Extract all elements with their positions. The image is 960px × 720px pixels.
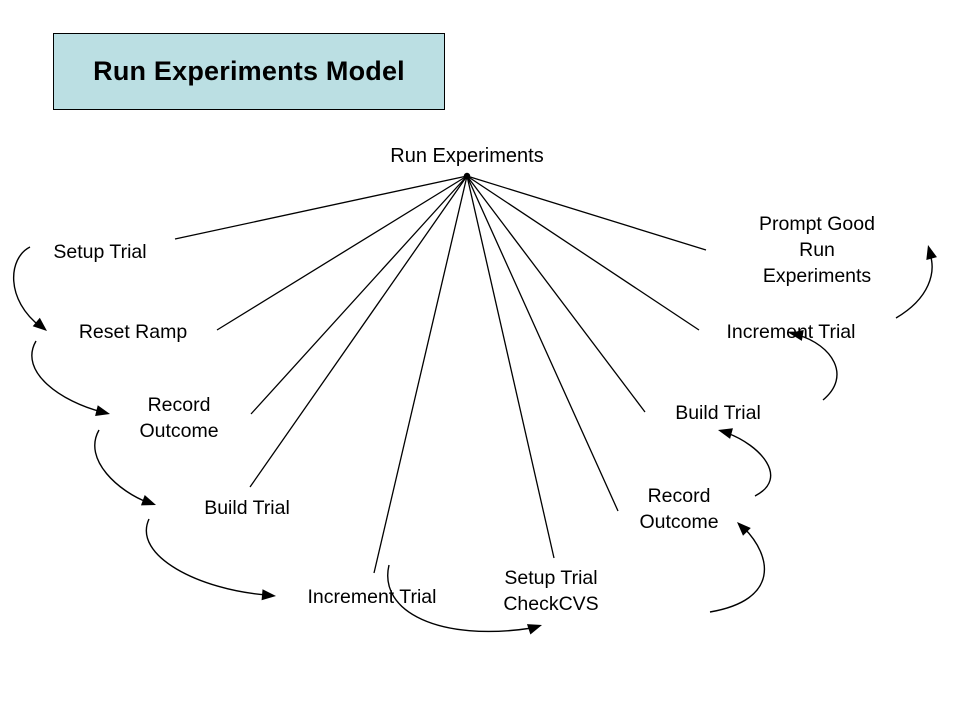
arrow-build-to-increment-head xyxy=(261,589,276,601)
fan-origin-node xyxy=(463,172,471,180)
node-label-record-outcome-right: Record Outcome xyxy=(639,485,719,533)
arrow-setup-to-reset xyxy=(12,246,42,328)
arrow-build-right-to-increment xyxy=(797,334,838,401)
node-label-run-experiments: Run Experiments xyxy=(390,145,544,167)
page-title: Run Experiments Model xyxy=(93,56,405,86)
fan-ray-to-prompt-good-run xyxy=(466,175,707,251)
arrow-increment-to-checkcvs xyxy=(387,564,533,633)
title-box: Run Experiments Model xyxy=(53,33,445,110)
node-label-setup-trial-checkcvs: Setup Trial CheckCVS xyxy=(503,567,599,615)
arrow-record-to-build-head xyxy=(140,495,156,506)
arrow-reset-to-record-head xyxy=(95,405,110,416)
arrow-checkcvs-to-record-right-head xyxy=(737,522,751,536)
fan-ray-to-build-trial-right xyxy=(466,175,646,413)
arrow-build-to-increment xyxy=(145,518,268,596)
arrow-head-group xyxy=(32,245,937,635)
node-label-record-outcome-left: Record Outcome xyxy=(139,394,219,442)
node-label-build-trial-left: Build Trial xyxy=(204,497,290,519)
fan-ray-group xyxy=(174,175,707,574)
arrow-record-right-to-build-head xyxy=(718,428,733,439)
arrow-increment-right-to-prompt xyxy=(895,253,933,319)
node-label-setup-trial-left: Setup Trial xyxy=(53,241,147,263)
fan-ray-to-record-outcome-left xyxy=(250,175,468,415)
fan-ray-to-reset-ramp xyxy=(216,175,468,331)
node-label-increment-trial-left: Increment Trial xyxy=(307,586,437,608)
fan-ray-to-setup-trial-left xyxy=(174,175,468,240)
fan-ray-to-setup-trial-checkcvs xyxy=(466,175,555,559)
arrow-record-right-to-build xyxy=(726,432,772,497)
arrow-checkcvs-to-record-right xyxy=(709,527,765,613)
fan-ray-to-increment-trial-left xyxy=(373,175,468,574)
arrow-reset-to-record xyxy=(31,340,103,413)
node-label-prompt-good-run: Prompt Good Run Experiments xyxy=(759,213,875,287)
arrow-increment-to-checkcvs-head xyxy=(526,624,542,635)
arrow-setup-to-reset-head xyxy=(32,317,47,331)
fan-ray-to-increment-trial-right xyxy=(466,175,700,331)
fan-ray-to-record-outcome-right xyxy=(466,175,619,512)
arrow-increment-right-to-prompt-head xyxy=(926,245,937,260)
fan-ray-to-build-trial-left xyxy=(249,175,468,488)
flow-arrow-group xyxy=(12,246,933,633)
arrow-build-right-to-increment-head xyxy=(789,330,804,341)
node-label-increment-trial-right: Increment Trial xyxy=(726,321,856,343)
node-label-build-trial-right: Build Trial xyxy=(675,402,761,424)
node-label-reset-ramp: Reset Ramp xyxy=(78,321,188,343)
arrow-record-to-build xyxy=(94,429,148,503)
